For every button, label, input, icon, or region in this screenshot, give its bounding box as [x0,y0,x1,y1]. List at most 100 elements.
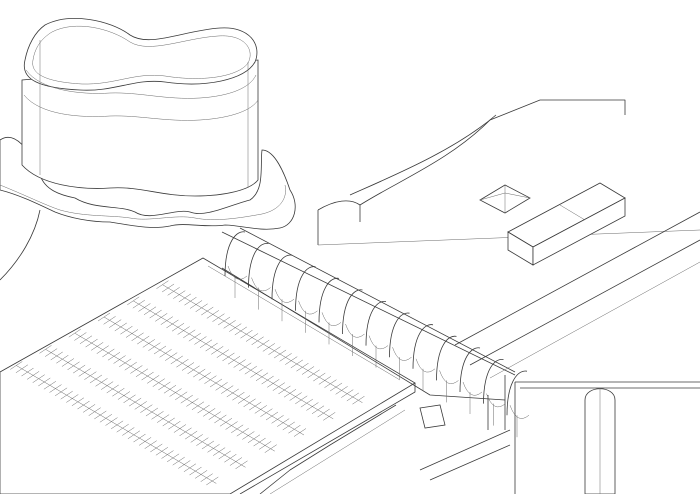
parking-stall-line [318,380,326,385]
parking-stall-line [85,342,92,348]
parking-stall-line [231,421,238,426]
parking-stall-line [183,333,190,339]
canopy-column [251,277,271,292]
parking-stall-line [44,377,51,383]
parking-stall-line [125,333,133,338]
parking-stall-line [193,372,200,378]
parking-stall-line [253,434,261,439]
canopy-arch [224,231,246,277]
parking-stall-line [106,381,114,386]
parking-stall-line [91,338,98,344]
parking-stall-line [38,374,45,379]
parking-stall-line [135,372,143,377]
parking-stall-line [261,372,269,377]
parking-stall-line [193,365,200,371]
parking-stall-line [114,326,121,332]
parking-stall-line [239,366,246,372]
lower-building [419,381,700,494]
parking-stall-line [184,300,191,306]
parking-stall-line [171,327,179,332]
parking-stall-line [352,399,359,405]
parking-stall-line [126,325,133,331]
parking-stall-line [358,395,365,401]
parking-stall-line [352,392,360,398]
parking-row-line [16,365,217,484]
canopy-column [274,289,295,303]
parking-stall-line [140,401,147,406]
canopy-column [509,405,530,419]
parking-stall-line [127,300,134,306]
parking-stall-line [271,411,279,417]
parking-stall-line [235,323,242,328]
parking-stall-line [106,388,113,394]
parking-stall-line [176,362,183,368]
parking-stall-line [162,280,169,285]
parking-stall-line [279,349,287,355]
canopy-column [321,312,342,326]
parking-stall-line [39,349,46,354]
parking-stall-line [190,438,197,443]
parking-stall-line [201,303,208,309]
parking-stall-line [155,309,162,315]
parking-stall-line [190,296,197,302]
parking-stall-line [153,349,161,355]
parking-stall-line [148,346,155,351]
parking-stall-line [129,394,136,400]
parking-stall-line [60,387,68,393]
parking-stall-line [330,379,337,384]
parking-stall-line [204,379,211,384]
parking-stall-line [159,345,167,351]
canopy-arch [365,301,387,346]
parking-stall-line [60,394,67,400]
parking-stall-line [255,376,263,381]
parking-stall-line [161,313,168,318]
parking-stall-line [284,385,291,391]
parking-stall-line [241,460,248,466]
parking-stall-line [341,393,348,398]
parking-stall-line [283,418,290,423]
parking-stall-line [68,332,75,338]
parking-stall-line [200,470,208,475]
parking-stall-line [250,365,257,371]
parking-stall-line [122,423,129,429]
parking-row-line [162,284,363,403]
parking-stall-line [209,382,217,388]
parking-stall-line [115,319,122,324]
parking-stall-line [156,418,164,423]
parking-stall-line [329,386,337,392]
parking-stall-line [251,333,259,338]
parking-stall-line [158,378,165,383]
parking-stall-line [163,389,171,394]
parking-stall-line [136,365,143,370]
skylight-pyramid [479,184,531,214]
parking-stall-line [173,428,181,433]
parking-stall-line [141,375,148,381]
parking-stall-line [242,427,249,433]
parking-stall-line [50,348,58,353]
parking-stall-line [181,366,189,371]
parking-stall-line [237,424,244,430]
parking-stall-line [214,418,221,424]
parking-stall-line [165,349,172,354]
parking-stall-line [43,385,51,390]
parking-stall-line [335,390,342,395]
parking-stall-line [207,448,214,453]
parking-stall-line [324,383,331,388]
parking-stall-line [143,335,150,341]
parking-stall-line [263,339,270,345]
parking-stall-line [172,460,179,466]
parking-stall-line [212,310,220,315]
parking-stall-line [237,399,245,404]
parking-stall-line [45,345,52,350]
parking-stall-line [134,405,141,410]
parking-stall-line [77,404,84,410]
parking-stall-line [147,371,154,377]
parking-stall-line [260,412,267,417]
parking-stall-line [248,431,255,436]
parking-row-line [103,316,305,436]
parking-stall-line [97,316,105,322]
parking-stall-line [166,316,173,321]
parking-stall-line [289,396,296,401]
parking-stall-line [66,390,73,396]
parking-stall-line [119,362,126,368]
